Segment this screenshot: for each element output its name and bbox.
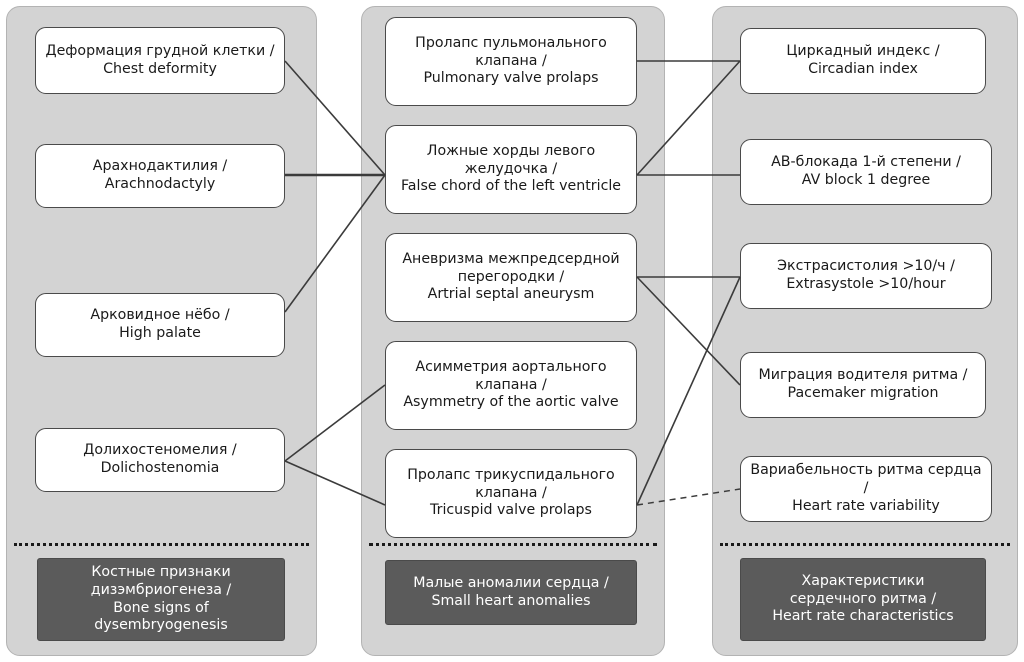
node-chest-deformity[interactable]: Деформация грудной клетки / Chest deform… xyxy=(35,27,285,94)
divider-bone-signs xyxy=(14,543,309,546)
node-asymmetry-aortic-valve[interactable]: Асимметрия аортального клапана / Asymmet… xyxy=(385,341,637,430)
panel-heart-rate-characteristics xyxy=(712,6,1018,656)
node-high-palate[interactable]: Арковидное нёбо / High palate xyxy=(35,293,285,357)
node-tricuspid-valve-prolaps[interactable]: Пролапс трикуспидального клапана / Tricu… xyxy=(385,449,637,538)
node-false-chord-left-ventricle[interactable]: Ложные хорды левого желудочка / False ch… xyxy=(385,125,637,214)
node-av-block-1-degree[interactable]: АВ-блокада 1-й степени / AV block 1 degr… xyxy=(740,139,992,205)
node-pacemaker-migration[interactable]: Миграция водителя ритма / Pacemaker migr… xyxy=(740,352,986,418)
node-dolichostenomia[interactable]: Долихостеномелия / Dolichostenomia xyxy=(35,428,285,492)
node-pulmonary-valve-prolaps[interactable]: Пролапс пульмонального клапана / Pulmona… xyxy=(385,17,637,106)
node-circadian-index[interactable]: Циркадный индекс / Circadian index xyxy=(740,28,986,94)
node-heart-rate-variability[interactable]: Вариабельность ритма сердца / Heart rate… xyxy=(740,456,992,522)
node-extrasystole[interactable]: Экстрасистолия >10/ч / Extrasystole >10/… xyxy=(740,243,992,309)
divider-heart-rate-characteristics xyxy=(720,543,1010,546)
divider-small-heart-anomalies xyxy=(369,543,657,546)
footer-heart-rate-characteristics: Характеристики сердечного ритма / Heart … xyxy=(740,558,986,641)
node-arachnodactyly[interactable]: Арахнодактилия / Arachnodactyly xyxy=(35,144,285,208)
footer-bone-signs: Костные признаки дизэмбриогенеза / Bone … xyxy=(37,558,285,641)
footer-small-heart-anomalies: Малые аномалии сердца / Small heart anom… xyxy=(385,560,637,625)
node-atrial-septal-aneurysm[interactable]: Аневризма межпредсердной перегородки / A… xyxy=(385,233,637,322)
panel-small-heart-anomalies xyxy=(361,6,665,656)
